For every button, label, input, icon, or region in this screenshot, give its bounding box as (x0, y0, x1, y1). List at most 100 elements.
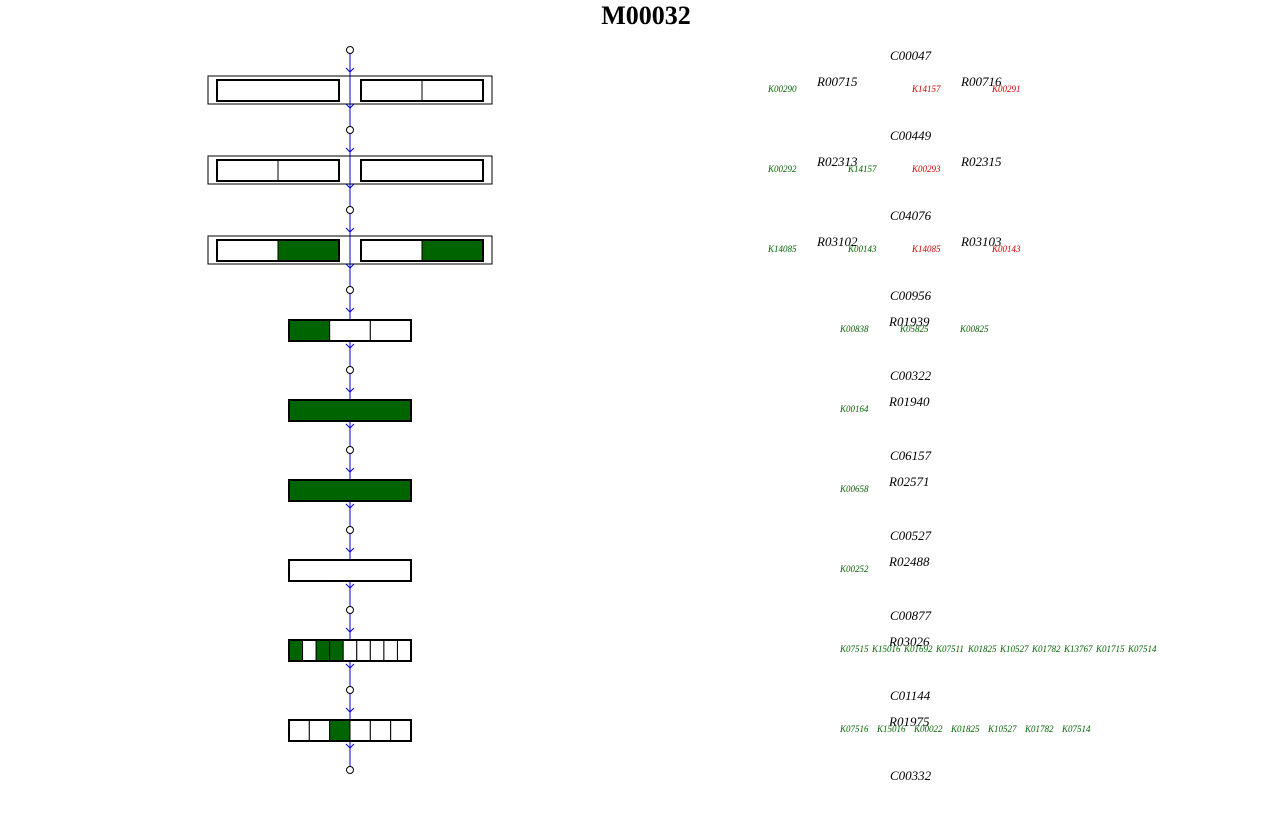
arrowhead (349, 67, 355, 73)
arrowhead (349, 387, 355, 393)
arrowhead (345, 263, 351, 269)
arrowhead (345, 707, 351, 713)
ko-label: K00825 (960, 324, 989, 334)
enzyme-box-cell (288, 639, 304, 662)
arrowhead (345, 663, 351, 669)
compound-label: C00956 (890, 288, 932, 303)
compound-label: C00332 (890, 768, 932, 783)
enzyme-box-right-cell (421, 79, 484, 102)
ko-label: K14157 (912, 84, 941, 94)
compound-label: C00527 (890, 528, 932, 543)
reaction-label: R02313 (817, 154, 858, 169)
ko-label: K13767 (1064, 644, 1093, 654)
arrowhead (349, 263, 355, 269)
reaction-label: R01940 (889, 394, 930, 409)
compound-label: C04076 (890, 208, 932, 223)
ko-label: K01825 (951, 724, 980, 734)
ko-label: K15016 (877, 724, 906, 734)
enzyme-box-left-cell (216, 79, 340, 102)
enzyme-box-left (216, 79, 340, 102)
arrowhead (349, 103, 355, 109)
enzyme-box-cell (302, 639, 317, 662)
arrowhead (345, 343, 351, 349)
arrowhead (345, 227, 351, 233)
compound-label: C01144 (890, 688, 931, 703)
enzyme-box (288, 319, 412, 342)
enzyme-box (288, 559, 412, 582)
compound-label: C00047 (890, 48, 932, 63)
enzyme-box-cell (329, 319, 371, 342)
arrowhead (345, 103, 351, 109)
ko-label: K00022 (914, 724, 943, 734)
enzyme-box (288, 639, 412, 662)
ko-label: K00838 (840, 324, 869, 334)
enzyme-box-cell (396, 639, 412, 662)
enzyme-box-cell (315, 639, 331, 662)
enzyme-box-left-cell (277, 239, 340, 262)
ko-label: K01782 (1025, 724, 1054, 734)
enzyme-box-left-cell (277, 159, 340, 182)
compound-node-icon (346, 366, 354, 374)
ko-label: K07516 (840, 724, 869, 734)
ko-label: K01782 (1032, 644, 1061, 654)
enzyme-box (288, 719, 412, 742)
arrowhead (349, 583, 355, 589)
arrowhead (345, 503, 351, 509)
ko-label: K01692 (904, 644, 933, 654)
arrowhead (349, 503, 355, 509)
arrowhead (349, 627, 355, 633)
ko-label: K07514 (1062, 724, 1091, 734)
enzyme-box-cell (369, 319, 412, 342)
ko-label: K00143 (848, 244, 877, 254)
compound-node-icon (346, 126, 354, 134)
enzyme-box-left-cell (216, 239, 279, 262)
compound-node-icon (346, 446, 354, 454)
compound-node-icon (346, 606, 354, 614)
compound-node-icon (346, 766, 354, 774)
enzyme-box-cell (288, 479, 412, 502)
enzyme-box-cell (329, 719, 351, 742)
compound-label: C00449 (890, 128, 932, 143)
arrowhead (349, 743, 355, 749)
arrowhead (349, 663, 355, 669)
arrowhead (349, 423, 355, 429)
enzyme-box-cell (288, 319, 331, 342)
reaction-label: R02315 (961, 154, 1002, 169)
arrowhead (349, 343, 355, 349)
ko-label: K00252 (840, 564, 869, 574)
enzyme-box-cell (329, 639, 344, 662)
arrowhead (349, 707, 355, 713)
arrowhead (349, 307, 355, 313)
arrowhead (345, 183, 351, 189)
enzyme-box-right-cell (360, 159, 484, 182)
module-title: M00032 (601, 1, 691, 30)
enzyme-box-left (216, 239, 340, 262)
arrowhead (345, 743, 351, 749)
reaction-label: R03102 (817, 234, 858, 249)
ko-label: K00290 (768, 84, 797, 94)
ko-label: K00143 (992, 244, 1021, 254)
arrowhead (345, 67, 351, 73)
reaction-label: R00715 (817, 74, 858, 89)
enzyme-box-cell (288, 559, 412, 582)
ko-label: K14085 (912, 244, 941, 254)
reaction-label: R03103 (961, 234, 1002, 249)
compound-label: C06157 (890, 448, 932, 463)
arrowhead (345, 387, 351, 393)
enzyme-box-right (360, 159, 484, 182)
enzyme-box-right (360, 239, 484, 262)
arrowhead (349, 227, 355, 233)
reaction-label: R03026 (889, 634, 930, 649)
arrowhead (349, 467, 355, 473)
enzyme-box-cell (369, 639, 385, 662)
enzyme-box (288, 479, 412, 502)
reaction-label: R02571 (889, 474, 930, 489)
ko-label: K15016 (872, 644, 901, 654)
compound-label: C00877 (890, 608, 932, 623)
enzyme-box-right (360, 79, 484, 102)
reaction-label: R02488 (889, 554, 930, 569)
arrowhead (349, 183, 355, 189)
enzyme-box-cell (349, 719, 371, 742)
